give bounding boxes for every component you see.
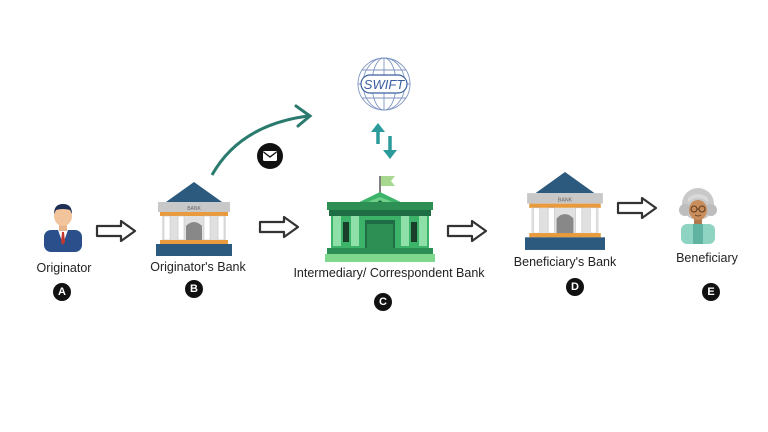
badge-c: C bbox=[374, 293, 392, 311]
originators-bank-icon: BANK bbox=[156, 182, 232, 256]
message-curve-arrow bbox=[210, 104, 313, 176]
swift-globe-icon: SWIFT bbox=[357, 57, 411, 111]
exchange-arrows-icon bbox=[371, 123, 397, 159]
originator-person-icon bbox=[44, 204, 82, 252]
flow-arrow-3 bbox=[446, 219, 488, 243]
beneficiarys-bank-icon: BANK bbox=[525, 172, 605, 250]
originator-label: Originator bbox=[36, 261, 92, 275]
envelope-icon bbox=[257, 143, 283, 169]
beneficiary-person-icon bbox=[679, 188, 717, 244]
badge-b: B bbox=[185, 280, 203, 298]
beneficiary-label: Beneficiary bbox=[676, 251, 738, 265]
beneficiarys-bank-label: Beneficiary's Bank bbox=[513, 255, 617, 269]
svg-text:BANK: BANK bbox=[558, 198, 573, 204]
swift-logo-text: SWIFT bbox=[364, 77, 405, 92]
flow-arrow-2 bbox=[258, 215, 300, 239]
flow-arrow-1 bbox=[95, 219, 137, 243]
svg-text:BANK: BANK bbox=[187, 206, 201, 212]
badge-e: E bbox=[702, 283, 720, 301]
originators-bank-label: Originator's Bank bbox=[150, 260, 246, 274]
badge-d: D bbox=[566, 278, 584, 296]
flow-arrow-4 bbox=[616, 196, 658, 220]
intermediary-bank-icon bbox=[325, 176, 435, 262]
intermediary-bank-label: Intermediary/ Correspondent Bank bbox=[293, 266, 485, 280]
badge-a: A bbox=[53, 283, 71, 301]
